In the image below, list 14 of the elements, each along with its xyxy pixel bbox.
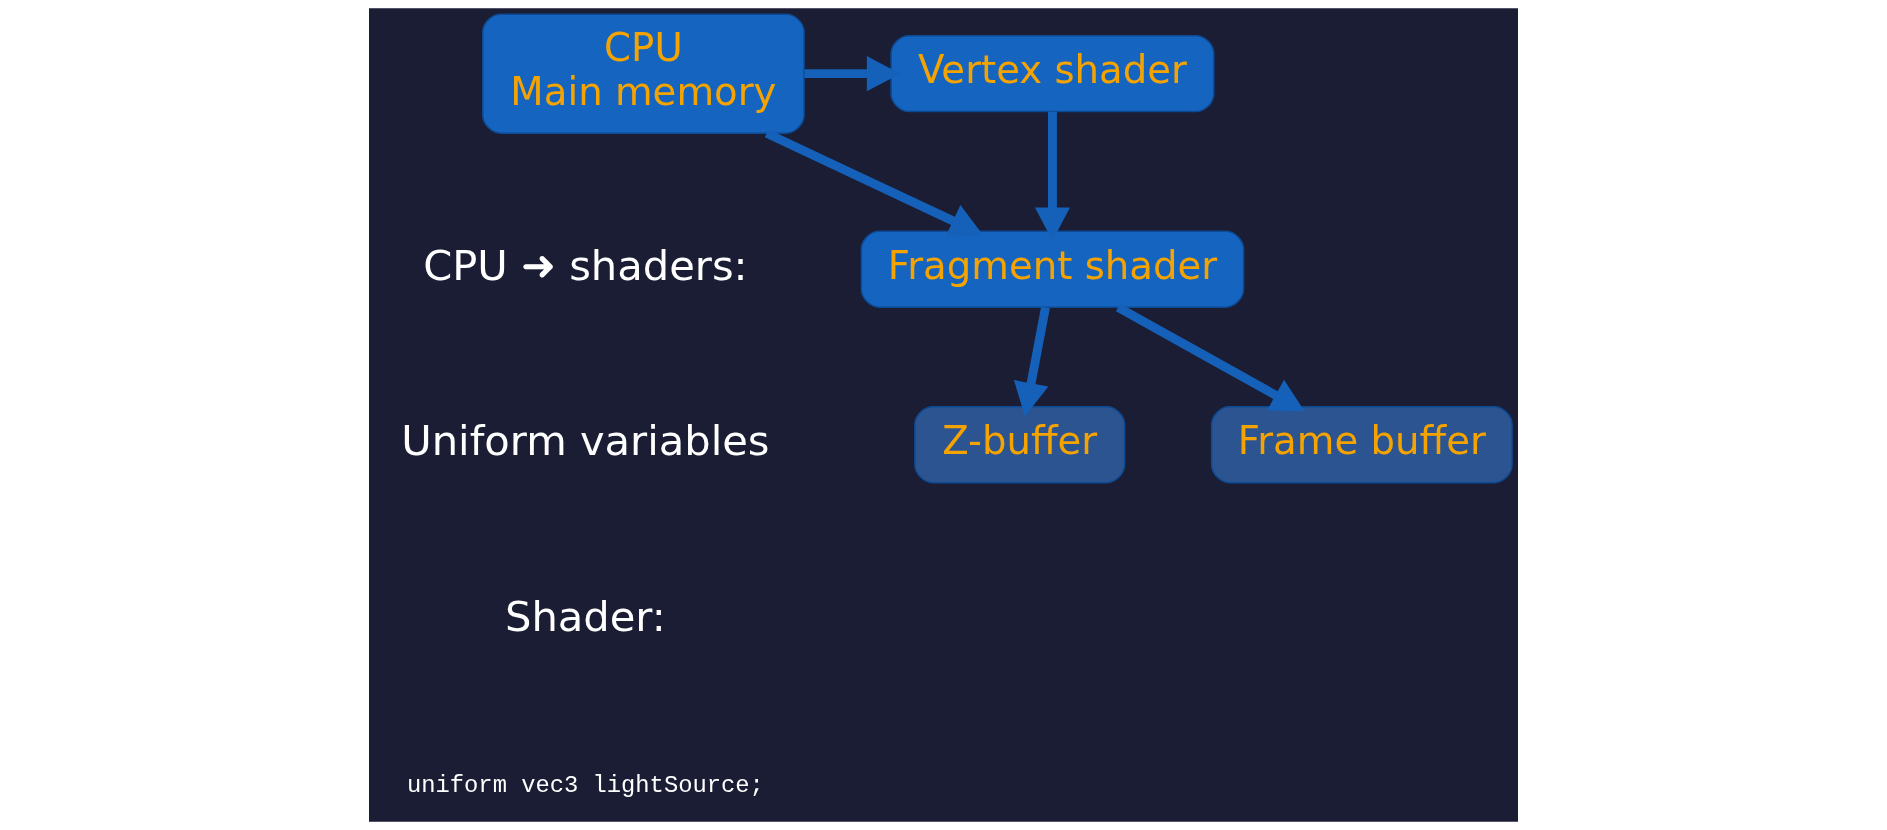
node-box: CPU Main memory	[482, 13, 805, 134]
arrow	[764, 129, 984, 237]
arrow	[1115, 303, 1305, 412]
arrow	[804, 56, 901, 92]
label: Shader:	[505, 591, 666, 641]
label: uniform vec3 lightSource;	[407, 771, 764, 799]
node-box: Frame buffer	[1210, 406, 1513, 484]
label: CPU ➜ shaders:	[423, 240, 748, 290]
node-box: Z-buffer	[914, 406, 1126, 484]
arrow	[1013, 306, 1050, 417]
label: Uniform variables	[401, 416, 770, 466]
node-box: Fragment shader	[860, 230, 1245, 308]
node-box: Vertex shader	[890, 34, 1215, 113]
arrow	[1034, 111, 1070, 241]
